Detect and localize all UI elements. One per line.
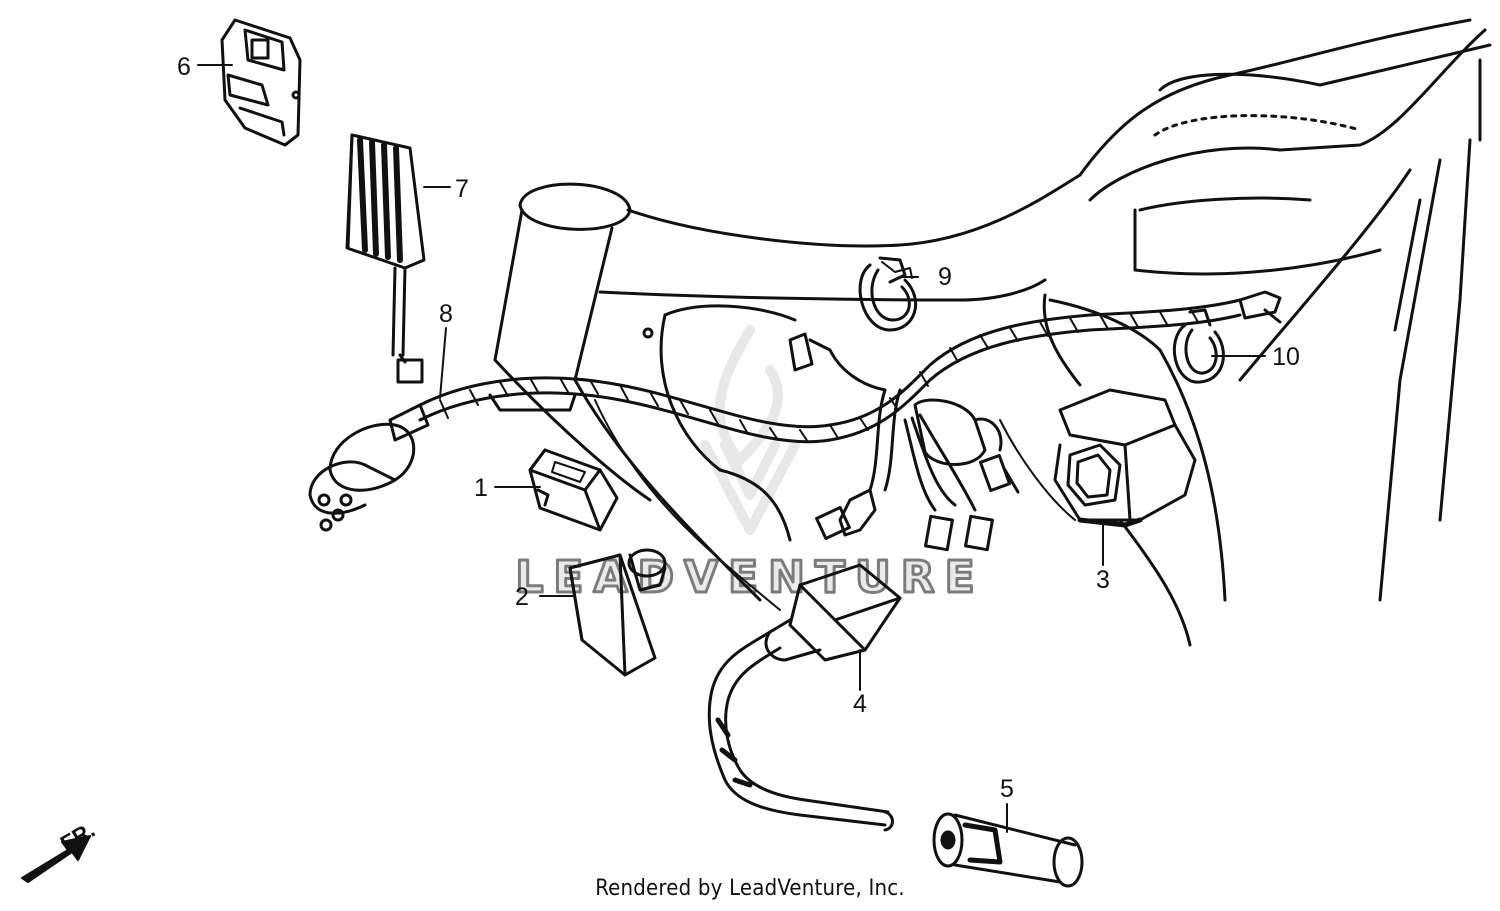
callout-number-4: 4 — [853, 690, 867, 718]
watermark-text: LEADVENTURE — [515, 552, 984, 603]
connector-holder-part — [220, 18, 302, 147]
watermark: LEADVENTURE — [514, 325, 984, 605]
callout-number-5: 5 — [1000, 775, 1014, 803]
callout-number-3: 3 — [1096, 566, 1110, 594]
front-direction-arrow-icon: FR. — [21, 817, 99, 883]
callout-number-1: 1 — [474, 474, 488, 502]
front-direction-label: FR. — [56, 817, 99, 856]
callout-number-9: 9 — [938, 263, 952, 291]
cover-cap-part — [568, 548, 667, 677]
regulator-rectifier-part — [345, 133, 426, 384]
sensor-switch-part — [707, 563, 902, 832]
wire-band-clamp-part-2 — [1172, 308, 1225, 384]
grommet-pin-part — [932, 812, 1084, 888]
hex-holder-part — [1053, 388, 1197, 528]
wire-band-clamp-part — [858, 256, 918, 332]
callout-number-2: 2 — [515, 583, 529, 611]
wire-harness-part — [308, 290, 1282, 552]
callout-number-8: 8 — [439, 300, 453, 328]
callout-number-10: 10 — [1272, 343, 1300, 371]
callout-leader-lines — [197, 64, 1266, 833]
relay-part — [528, 448, 619, 532]
callout-number-6: 6 — [177, 53, 191, 81]
callout-number-7: 7 — [455, 175, 469, 203]
rendered-by-credit: Rendered by LeadVenture, Inc. — [595, 876, 905, 901]
callout-numbers: 6 7 8 9 10 1 2 3 4 5 — [177, 53, 1300, 803]
watermark-flame-icon — [700, 325, 800, 535]
